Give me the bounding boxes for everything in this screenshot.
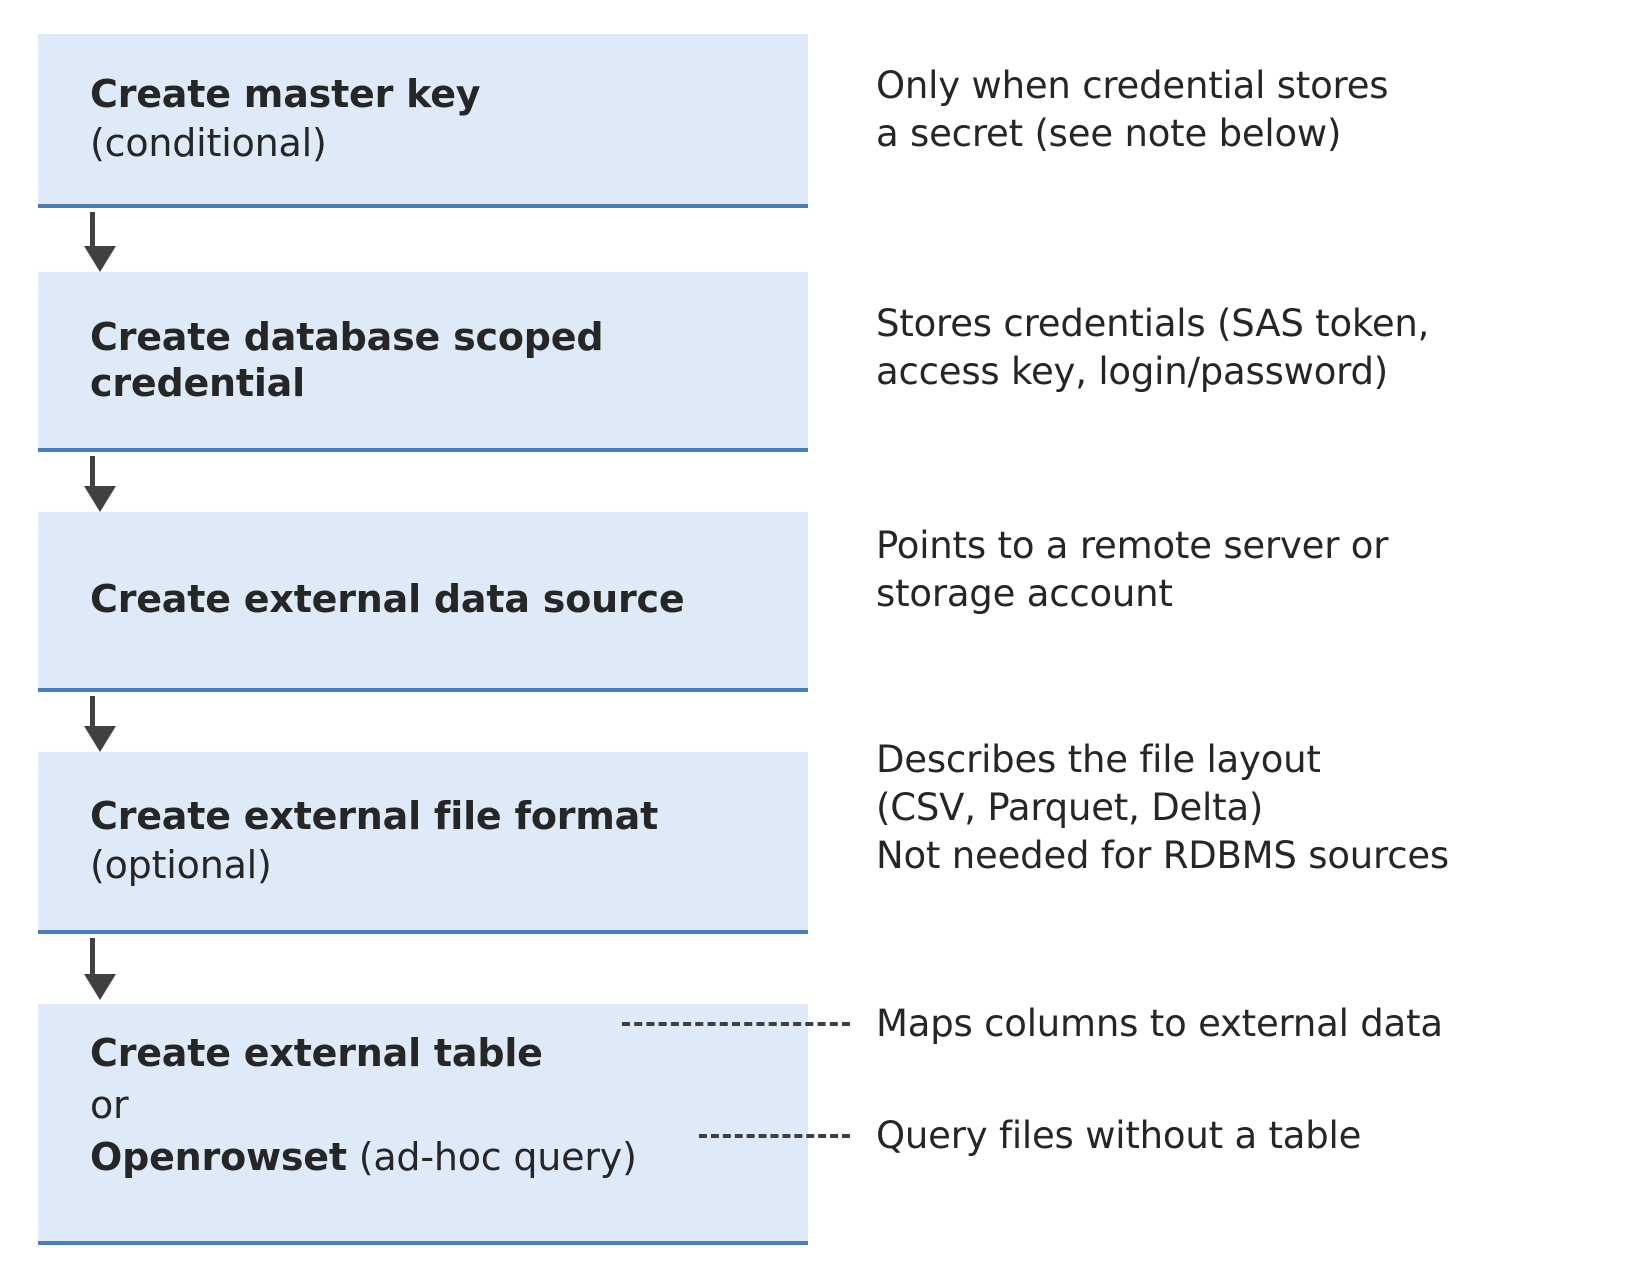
step-alt-title: Openrowset [90, 1135, 347, 1180]
step-or-label: or [90, 1083, 129, 1128]
step-title-line2: credential [90, 361, 305, 405]
note-line: Describes the file layout [876, 738, 1321, 781]
note-line: Stores credentials (SAS token, [876, 302, 1430, 345]
dashed-connector-external-table [622, 1022, 850, 1026]
note-line: Query files without a table [876, 1114, 1362, 1157]
note-create-master-key: Only when credential stores a secret (se… [876, 62, 1389, 158]
note-line: access key, login/password) [876, 350, 1389, 394]
note-openrowset: Query files without a table [876, 1112, 1361, 1160]
dashed-connector-openrowset [699, 1134, 850, 1138]
step-title: Create master key [90, 71, 481, 116]
step-title: Create external table [90, 1031, 543, 1075]
note-line: (CSV, Parquet, Delta) [876, 786, 1264, 830]
step-subtitle: (conditional) [90, 121, 327, 165]
note-external-table: Maps columns to external data [876, 1000, 1443, 1048]
flow-box-create-external-data-source[interactable]: Create external data source [38, 512, 808, 692]
flow-box-create-external-table-or-openrowset[interactable]: Create external table or Openrowset (ad-… [38, 1004, 808, 1245]
step-title: Create database scoped [90, 314, 604, 359]
note-line: a secret (see note below) [876, 112, 1342, 156]
arrow-down-3 [84, 696, 116, 756]
note-line: storage account [876, 572, 1173, 616]
arrow-down-1 [84, 212, 116, 272]
flow-box-create-master-key[interactable]: Create master key (conditional) [38, 34, 808, 208]
note-line: Only when credential stores [876, 64, 1389, 107]
step-alt-suffix: (ad-hoc query) [346, 1135, 637, 1180]
arrow-down-2 [84, 456, 116, 516]
note-create-external-data-source: Points to a remote server or storage acc… [876, 522, 1388, 618]
step-title: Create external data source [90, 577, 685, 622]
note-create-external-file-format: Describes the file layout (CSV, Parquet,… [876, 736, 1449, 880]
flow-box-create-external-file-format[interactable]: Create external file format (optional) [38, 752, 808, 934]
note-line: Points to a remote server or [876, 524, 1389, 567]
note-line: Not needed for RDBMS sources [876, 834, 1449, 878]
step-subtitle: (optional) [90, 843, 272, 887]
arrow-down-4 [84, 938, 116, 1004]
step-alt-title-row: Openrowset (ad-hoc query) [38, 1130, 808, 1185]
flow-box-create-database-scoped-credential[interactable]: Create database scoped credential [38, 272, 808, 452]
note-create-database-scoped-credential: Stores credentials (SAS token, access ke… [876, 300, 1429, 396]
step-title: Create external file format [90, 793, 659, 838]
note-line: Maps columns to external data [876, 1002, 1443, 1045]
